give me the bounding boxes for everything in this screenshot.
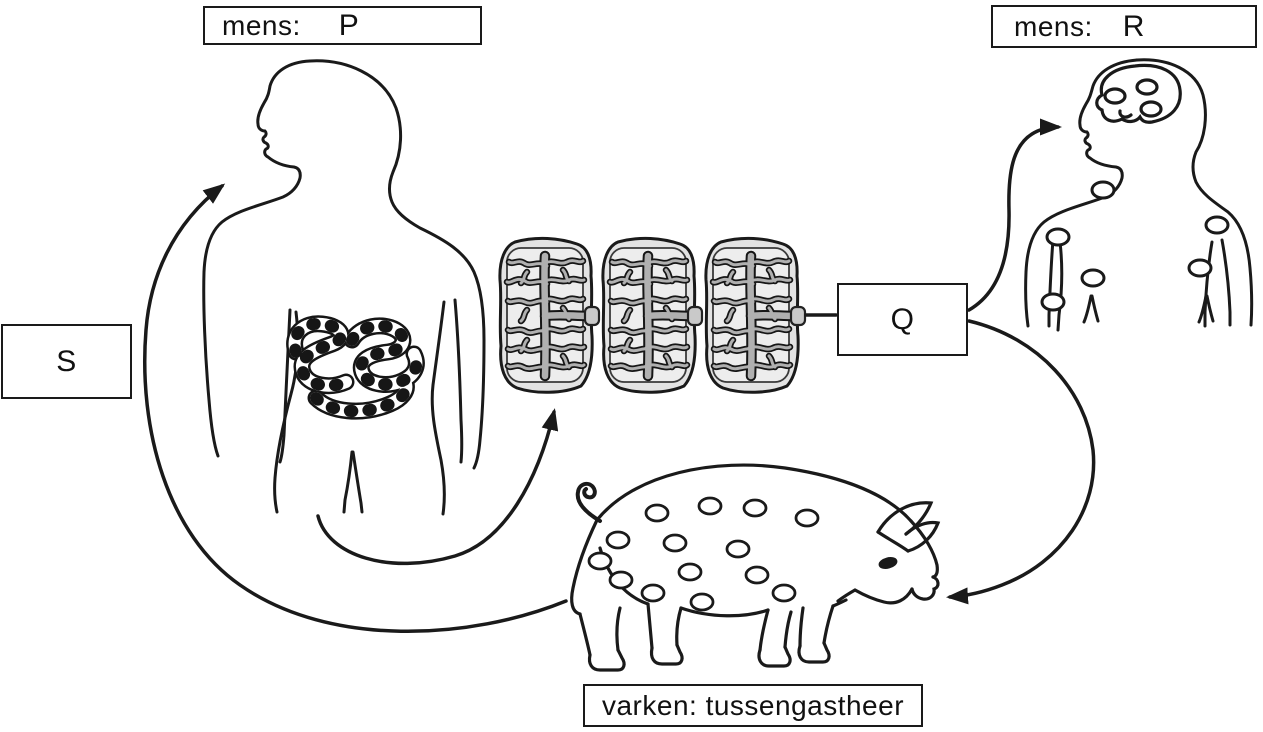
host-label: mens: xyxy=(222,9,301,41)
proglottid-segments xyxy=(500,238,805,392)
label-box-q: Q xyxy=(837,283,968,356)
proglottid-2 xyxy=(603,238,702,392)
human-r-figure xyxy=(1024,58,1254,332)
proglottid-1 xyxy=(500,238,599,392)
arrow-q-to-pig xyxy=(946,319,1096,605)
stage-letter-s: S xyxy=(56,344,77,378)
pig-cysts xyxy=(587,496,820,612)
stage-letter-r: R xyxy=(1122,9,1145,43)
label-box-mens-r: mens: R xyxy=(991,5,1257,48)
proglottid-3 xyxy=(706,238,805,392)
arrow-human-p-to-proglottids xyxy=(316,408,559,566)
arrow-q-to-human-r xyxy=(967,118,1062,312)
human-p-figure xyxy=(202,59,486,516)
varken-label: varken: tussengastheer xyxy=(601,689,905,721)
brain-with-cysts xyxy=(1095,63,1182,124)
pig-tail xyxy=(575,481,602,523)
stage-letter-p: P xyxy=(338,8,360,42)
host-label: mens: xyxy=(1014,10,1093,42)
stage-letter-q: Q xyxy=(890,302,915,336)
pig-figure xyxy=(570,463,941,672)
label-box-s: S xyxy=(1,324,132,399)
label-box-varken: varken: tussengastheer xyxy=(583,684,923,727)
arrow-pig-to-human-p xyxy=(142,183,568,634)
label-box-mens-p: mens: P xyxy=(203,6,482,45)
pig-eye xyxy=(878,557,898,569)
tapeworm-illustration xyxy=(286,315,425,420)
body-cysts xyxy=(1040,180,1230,312)
